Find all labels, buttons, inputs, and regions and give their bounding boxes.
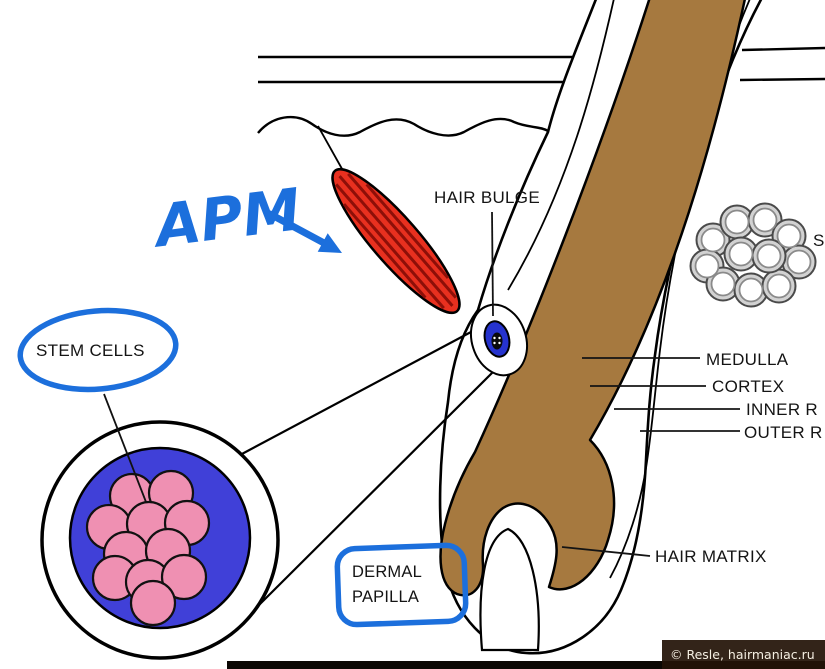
watermark-text: © Resle, hairmaniac.ru: [670, 647, 815, 662]
hair-bulge-pointer: [491, 211, 494, 317]
label-pointers: [491, 211, 740, 557]
apm-annotation-arrow-head: [317, 233, 342, 253]
stem-cells-label: STEM CELLS: [36, 341, 145, 360]
bulge-niche-core: [491, 332, 503, 350]
stem-cell: [129, 579, 177, 627]
hair-matrix-pointer: [561, 546, 651, 557]
hair-bulge-label: HAIR BULGE: [434, 188, 540, 207]
sebaceous-gland: [689, 202, 817, 308]
apm-annotation-arrow-shaft: [266, 210, 328, 247]
magnifier-tangents: [239, 323, 498, 607]
gland-cell: [728, 241, 754, 267]
dermal-papilla-label-line1: DERMAL: [352, 563, 422, 581]
hair-matrix-label: HAIR MATRIX: [655, 547, 767, 566]
muscle-striations: [335, 172, 457, 310]
gland-cell: [766, 273, 792, 299]
stem-cell-zoom: [40, 393, 280, 660]
dermal-papilla-label-line2: PAPILLA: [352, 588, 419, 606]
skin-surface: [257, 46, 825, 137]
outer-root-label: OUTER R: [744, 423, 823, 442]
gland-cell: [694, 253, 720, 279]
hair-shaft: [439, 0, 746, 597]
inner-root-label: INNER R: [746, 400, 818, 419]
magnifier-tangent-line-upper: [239, 323, 487, 456]
watermark-bar: [227, 661, 825, 669]
dermal-papilla-label: DERMAL PAPILLA: [352, 563, 422, 606]
watermark-box: [662, 640, 825, 669]
gland-cell: [710, 271, 736, 297]
gland-cell: [786, 249, 812, 275]
sebaceous-label-truncated: S: [813, 231, 825, 250]
printed-labels: HAIR BULGE MEDULLA CORTEX INNER R OUTER …: [36, 188, 825, 566]
medulla-label: MEDULLA: [706, 350, 789, 369]
gland-cell: [724, 209, 750, 235]
blue-annotations: APM: [17, 175, 469, 628]
bulge-niche-cells: [493, 336, 501, 345]
arrector-pili-muscle: [331, 167, 461, 315]
gland-cell: [756, 243, 782, 269]
stem-cell-cluster: [85, 469, 211, 627]
skin-surface-line-lower-right: [739, 77, 825, 82]
dermal-papilla-shape: [479, 527, 540, 652]
dermal-papilla-box-annotation: [334, 542, 469, 628]
skin-surface-line-upper-right: [741, 46, 825, 52]
gland-cell: [752, 207, 778, 233]
inner-root-sheath-line-left: [507, 0, 615, 291]
gland-cell: [738, 277, 764, 303]
stem-cell-pointer-line: [103, 393, 147, 503]
apm-attachment-line: [317, 125, 347, 177]
magnifier-tangent-line-lower: [257, 367, 498, 607]
cortex-label: CORTEX: [712, 377, 784, 396]
gland-cells: [694, 207, 812, 303]
gland-cell: [700, 227, 726, 253]
epidermis-wavy-line: [257, 116, 549, 137]
gland-cell: [776, 223, 802, 249]
stem-cells-circle-annotation: [17, 307, 179, 393]
stem-cell: [160, 553, 208, 601]
